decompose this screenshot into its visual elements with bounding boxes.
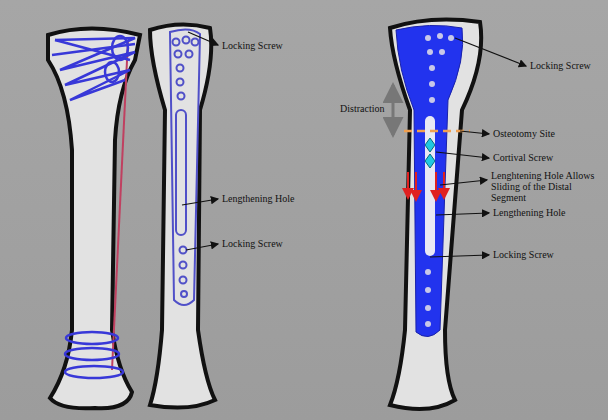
callout-label: Lengthening Hole [222,193,294,204]
callout-label: Distraction [340,103,384,114]
callout-label: Lenghtening Hole Allows Sliding of the D… [491,170,603,203]
callout-label: Osteotomy Site [493,128,555,139]
callout-label: Locking Screw [222,40,283,51]
callout-label: Locking Screw [222,238,283,249]
callout-label: Locking Screw [530,60,591,71]
callout-label: Cortival Screw [493,152,553,163]
callout-label: Locking Screw [493,249,554,260]
callout-label: Lengthening Hole [493,207,565,218]
